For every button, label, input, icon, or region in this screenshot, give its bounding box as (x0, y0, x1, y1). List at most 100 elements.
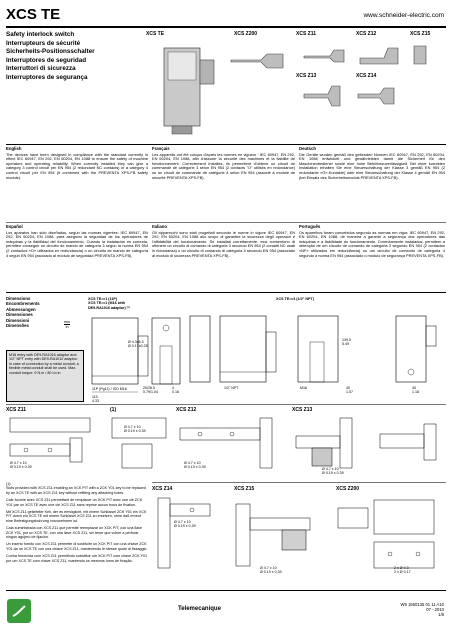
section-rule-1 (6, 144, 446, 145)
te-dim-20: 20/26.5 0.79/1.04 (143, 386, 158, 394)
te-dim-4: 4 0.16 (172, 386, 179, 394)
key-row1-illustration (303, 45, 427, 65)
te-dim-40: 40 1.57 (346, 386, 353, 394)
dim-heading-pt: Dimensões (6, 323, 29, 329)
description-it: Italiano Gli apparecchi sono stati proge… (152, 224, 295, 258)
drawing-z15 (235, 503, 311, 567)
m16-note-box: M16 entry with DE9-RA1016 adaptor and 1/… (6, 350, 84, 402)
desc-it-text: Gli apparecchi sono stati progettati sec… (152, 229, 295, 258)
product-label-te: XCS TE (146, 31, 165, 37)
dim-heading-fr: Encombrements (6, 301, 40, 307)
desc-en-text: The devices have been designed in compli… (6, 151, 148, 180)
drawing-z200 (337, 499, 435, 569)
product-name-list: Safety interlock switch Interrupteurs de… (6, 31, 95, 83)
desc-pt-lang: Português (299, 224, 321, 229)
label-z12: XCS Z12 (176, 407, 197, 413)
desc-es-text: Los aparatos han sido diseñados, según l… (6, 229, 148, 258)
drawing-z13-side (379, 423, 437, 461)
lang-title-fr: Interrupteurs de sécurité (6, 39, 81, 47)
fn1-hole-dims: Ø 4.7 x 10 Ø 0.19 x 0.39 (124, 425, 146, 433)
website-url[interactable]: www.schneider-electric.com (363, 12, 444, 19)
te-entry-note: 11P (Pg11) / ISO M16 (92, 387, 127, 391)
desc-it-lang: Italiano (152, 224, 168, 229)
unit-in: in (65, 325, 69, 330)
drawing-z13 (295, 417, 353, 469)
footer-reference: W9 1560135 01 11 A10 07 - 2010 1/8 (401, 602, 444, 618)
desc-es-lang: Español (6, 224, 23, 229)
key-row2-illustration (303, 85, 395, 107)
desc-de-text: Die Geräte wurden gemäß den geltenden No… (299, 151, 445, 180)
header-rule (6, 26, 446, 28)
label-fn1: (1) (110, 407, 117, 413)
drawing-z11-slot (111, 417, 167, 469)
z15-hole-dims: Ø 4.7 x 10 Ø 0.19 x 0.39 (260, 566, 282, 574)
z14-hole-dims: Ø 4.7 x 10 Ø 0.19 x 0.39 (174, 520, 196, 528)
page-title: XCS TE (6, 6, 61, 23)
footer-page: 1/8 (438, 612, 444, 618)
lang-title-es: Interruptores de seguridad (6, 56, 87, 64)
section-rule-5 (152, 482, 446, 483)
section-rule-4 (6, 404, 446, 405)
label-z11: XCS Z11 (6, 407, 27, 413)
te-dim-110: 110 4.33 (92, 395, 99, 403)
te-hole-note: Ø 4.3x6.3 Ø 0.17x0.25 (128, 340, 148, 348)
footer-date: 07 - 2010 (426, 607, 444, 613)
footnote-en: Slots provided with XCS Z11 enabling an … (6, 486, 146, 495)
product-label-z200: XCS Z200 (234, 31, 258, 37)
z200-hole-dims: 2 x Ø 4.3 2 x Ø 0.17 (394, 566, 411, 574)
product-label-z15: XCS Z15 (410, 31, 431, 37)
label-z14: XCS Z14 (152, 486, 173, 492)
product-label-z12: XCS Z12 (356, 31, 377, 37)
variant1-title: XCS TE•••1 (11P) XCS TE•••1 (M16 with DE… (88, 297, 130, 310)
footer-ref-code: W9 1560135 01 11 A10 (400, 602, 444, 607)
dimension-drawing-te-2 (189, 315, 339, 383)
product-label-z13: XCS Z13 (296, 73, 317, 79)
description-fr: Français Les appareils ont été conçus d'… (152, 146, 295, 180)
dim-heading-es: Dimensiones (6, 312, 33, 318)
description-de: Deutsch Die Geräte wurden gemäß den gelt… (299, 146, 445, 180)
footer-rule (6, 590, 446, 591)
section-rule-2 (6, 222, 446, 223)
drawing-z14 (157, 497, 211, 569)
footnote-it: Un inserto fornito con XCS Z11 permette … (6, 542, 148, 551)
product-label-z14: XCS Z14 (356, 73, 377, 79)
footer-brand: Telemecanique (178, 606, 221, 612)
te-npt-note: 1/2" NPT (224, 386, 239, 390)
desc-fr-text: Les appareils ont été conçus d'après les… (152, 151, 295, 180)
desc-fr-lang: Français (152, 146, 170, 151)
switch-body-illustration (163, 47, 215, 135)
label-z13: XCS Z13 (292, 407, 313, 413)
label-z15: XCS Z15 (234, 486, 255, 492)
z11-hole-dims: Ø 4.7 x 10 Ø 0.19 x 0.39 (10, 461, 32, 469)
lang-title-en: Safety interlock switch (6, 31, 75, 38)
unit-mm: mm (64, 320, 71, 326)
te-dim-1395: 139.5 5.49 (342, 338, 351, 346)
footnote-label: (1) (6, 482, 11, 486)
lang-title-it: Interruttori di sicurezza (6, 65, 76, 73)
unit-legend: mm in (64, 320, 71, 330)
lang-title-pt: Interruptores de segurança (6, 73, 88, 81)
z12-hole-dims: Ø 4.7 x 10 Ø 0.19 x 0.39 (184, 461, 206, 469)
section-rule-3 (6, 292, 446, 293)
dim-heading-de: Abmessungen (6, 306, 36, 312)
footnote-pt: Cunha fornecida com XCS Z11 permitindo s… (6, 554, 148, 563)
description-en: English The devices have been designed i… (6, 146, 148, 180)
dim-heading-it: Dimensioni (6, 317, 30, 323)
description-pt: Português Os aparelhos foram concebidos … (299, 224, 445, 258)
footnote-es: Cala suministrada con XCS Z11 que permit… (6, 526, 143, 540)
dim-heading-en: Dimensions (6, 296, 31, 301)
desc-pt-text: Os aparelhos foram concebidos segundo as… (299, 229, 445, 258)
key-z200-illustration (230, 53, 284, 69)
schneider-logo-icon (7, 599, 31, 623)
footnote-de: Mit XCS Z11 geliefelter Keil, der es erm… (6, 510, 147, 523)
dimension-drawing-te-side (395, 315, 437, 383)
footnote-fr: Cale fournie avec XCS Z11 permettant de … (6, 498, 143, 507)
variant2-title: XCS TE•••3 (1/2" NPT) (276, 297, 314, 301)
drawing-z12 (179, 417, 273, 469)
product-label-z11: XCS Z11 (296, 31, 317, 37)
drawing-z11 (9, 417, 91, 463)
label-z200: XCS Z200 (336, 486, 360, 492)
dimension-drawing-te-1 (91, 317, 181, 393)
te-dim-30: 30 1.18 (412, 386, 419, 394)
dimensions-headings: Dimensions Encombrements Abmessungen Dim… (6, 296, 40, 328)
